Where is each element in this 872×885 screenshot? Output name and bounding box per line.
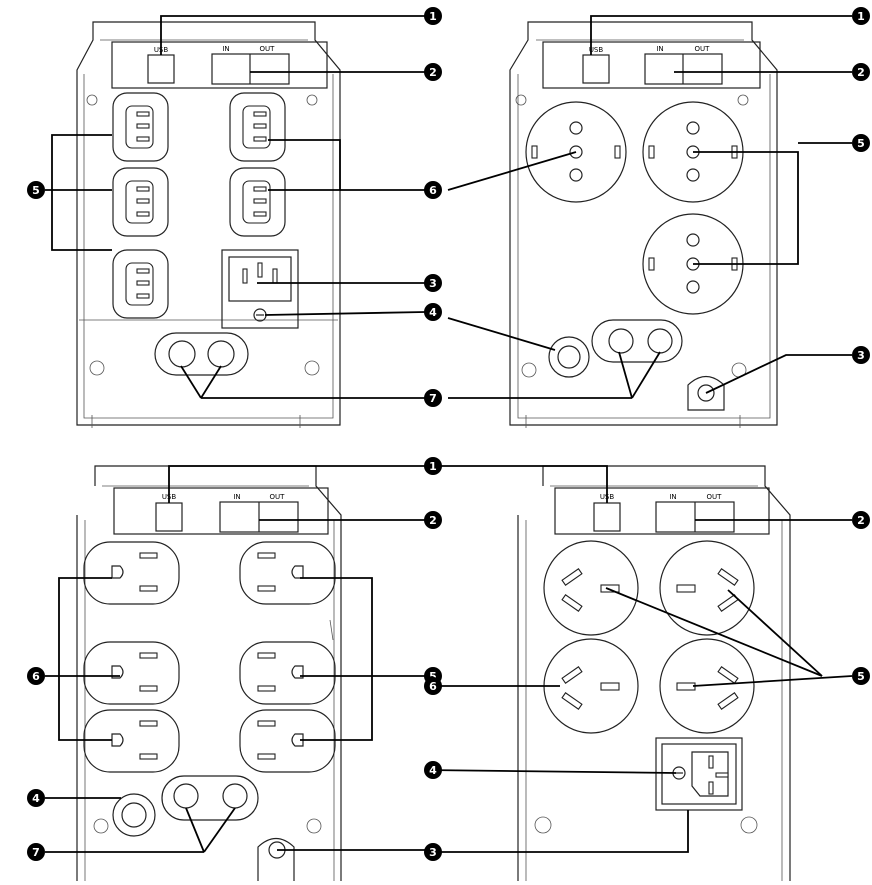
ac-inlet	[112, 793, 156, 837]
callout-marker: 5	[852, 667, 870, 685]
svg-text:3: 3	[429, 277, 437, 290]
svg-text:6: 6	[32, 670, 40, 683]
out-label: OUT	[270, 493, 286, 501]
iec-outlet	[229, 92, 286, 162]
iec-outlet	[112, 249, 169, 319]
nema-outlet	[83, 541, 180, 605]
callout-marker: 3	[424, 843, 442, 861]
callout-marker: 2	[424, 63, 442, 81]
in-label: IN	[233, 493, 240, 501]
usb-port	[155, 502, 183, 532]
svg-text:1: 1	[429, 460, 437, 473]
svg-text:2: 2	[429, 514, 437, 527]
callout-marker: 2	[424, 511, 442, 529]
callout-marker: 1	[424, 457, 442, 475]
panel-nema: USB IN OUT	[45, 465, 425, 881]
svg-text:6: 6	[429, 184, 437, 197]
panel-au: USB IN OUT	[424, 465, 853, 881]
au-outlet	[659, 540, 755, 636]
ground-screw	[257, 837, 295, 881]
svg-text:3: 3	[857, 349, 865, 362]
callout-marker: 6	[27, 667, 45, 685]
in-label: IN	[222, 45, 229, 53]
usb-port	[593, 502, 621, 532]
iec-outlet	[229, 167, 286, 237]
svg-text:1: 1	[857, 10, 865, 23]
breaker-buttons	[161, 775, 259, 821]
breaker-buttons	[154, 332, 249, 376]
svg-text:5: 5	[857, 670, 865, 683]
out-label: OUT	[695, 45, 711, 53]
callout-marker: 3	[852, 346, 870, 364]
out-label: OUT	[260, 45, 276, 53]
callout-marker: 1	[424, 7, 442, 25]
callout-marker: 5	[852, 134, 870, 152]
iec-outlet	[112, 92, 169, 162]
ac-inlet	[548, 336, 590, 378]
nema-outlet	[83, 641, 180, 705]
out-label: OUT	[707, 493, 723, 501]
panel-schuko: USB IN OUT	[447, 15, 852, 428]
callout-marker: 4	[424, 761, 442, 779]
callout-marker: 5	[27, 181, 45, 199]
in-label: IN	[669, 493, 676, 501]
svg-text:4: 4	[429, 764, 437, 777]
nema-outlet	[239, 541, 336, 605]
ac-inlet	[655, 737, 743, 811]
usb-label: USB	[589, 46, 604, 54]
nema-outlet	[239, 641, 336, 705]
ac-inlet	[221, 249, 299, 329]
ground-screw	[687, 375, 725, 411]
svg-text:4: 4	[429, 306, 437, 319]
breaker-buttons	[591, 319, 683, 363]
callout-marker: 4	[27, 789, 45, 807]
nema-outlet	[83, 709, 180, 773]
callout-marker: 2	[852, 511, 870, 529]
in-label: IN	[656, 45, 663, 53]
callout-marker: 6	[424, 181, 442, 199]
svg-text:2: 2	[857, 66, 865, 79]
au-outlet	[543, 540, 639, 636]
nema-outlet	[239, 709, 336, 773]
svg-text:5: 5	[857, 137, 865, 150]
callout-marker: 1	[852, 7, 870, 25]
callout-marker: 7	[424, 389, 442, 407]
callout-marker: 4	[424, 303, 442, 321]
svg-text:5: 5	[32, 184, 40, 197]
callout-marker: 6	[424, 677, 442, 695]
panel-iec: USB IN OUT	[45, 15, 426, 428]
callout-marker: 3	[424, 274, 442, 292]
iec-outlet	[112, 167, 169, 237]
svg-text:5: 5	[429, 670, 437, 683]
svg-text:4: 4	[32, 792, 40, 805]
callout-marker: 7	[27, 843, 45, 861]
schuko-outlet	[525, 101, 627, 203]
svg-text:7: 7	[32, 846, 40, 859]
svg-text:6: 6	[429, 680, 437, 693]
callout-markers: 1 2 5 6 3 4 7 1 2 5 3 1 2 6 5 4 7 3 2 5 …	[27, 7, 870, 861]
svg-text:1: 1	[429, 10, 437, 23]
usb-port	[147, 54, 175, 84]
svg-text:7: 7	[429, 392, 437, 405]
callout-marker: 2	[852, 63, 870, 81]
svg-text:2: 2	[429, 66, 437, 79]
svg-text:2: 2	[857, 514, 865, 527]
usb-port	[582, 54, 610, 84]
svg-text:3: 3	[429, 846, 437, 859]
